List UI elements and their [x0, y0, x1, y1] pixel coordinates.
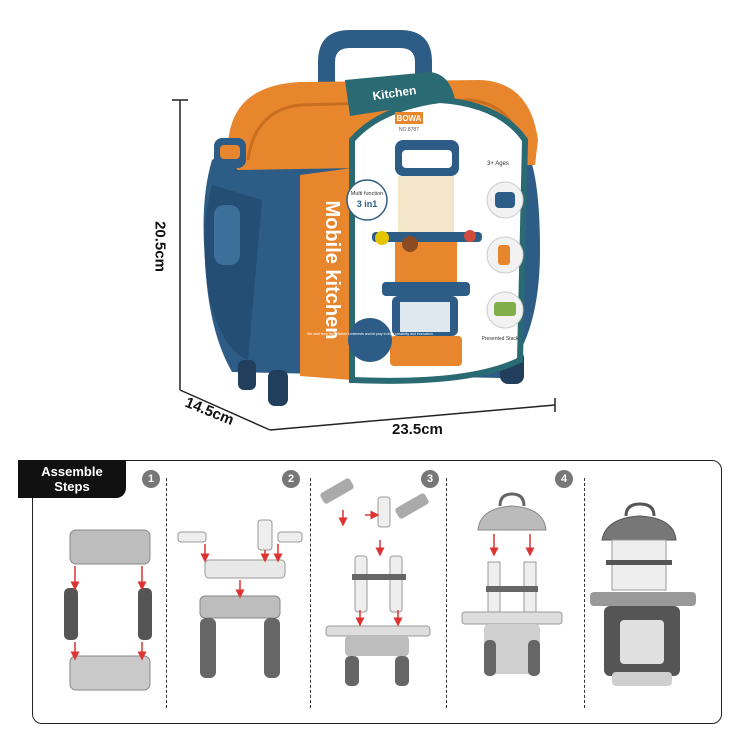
window-banner	[345, 72, 455, 116]
window-title: Kitchen	[372, 83, 418, 103]
step-3-illustration	[320, 478, 431, 686]
step-number-3: 3	[421, 470, 439, 488]
side-strip	[300, 168, 352, 380]
caption: Presented Stack	[482, 336, 519, 342]
height-dimension: 20.5cm	[151, 221, 169, 272]
step-divider	[584, 478, 585, 708]
assemble-steps-panel	[32, 460, 722, 724]
step-2-illustration	[177, 519, 303, 678]
product-illustration: Mobile kitchen Kitchen BOWA NO.8787 Mult…	[172, 30, 556, 431]
assembly-illustrations	[64, 478, 696, 691]
toy-kitchen-image	[372, 140, 482, 366]
multi-function-badge	[346, 179, 388, 221]
width-dimension: 23.5cm	[392, 421, 443, 438]
step-divider	[446, 478, 447, 708]
step-4-illustration	[461, 492, 563, 676]
side-title: Mobile kitchen	[321, 201, 343, 340]
step-number-2: 2	[282, 470, 300, 488]
assemble-steps-badge: Assemble Steps	[18, 460, 126, 498]
svg-text:3 in1: 3 in1	[357, 199, 378, 209]
svg-text:We start from the children's i: We start from the children's interests a…	[307, 332, 433, 336]
step-1-illustration	[64, 529, 152, 691]
svg-text:NO.8787: NO.8787	[399, 127, 419, 133]
svg-text:Multi function: Multi function	[351, 191, 383, 197]
svg-text:BOWA: BOWA	[397, 114, 422, 123]
wheel-right	[268, 370, 288, 406]
step-number-1: 1	[142, 470, 160, 488]
final-assembled-kitchen	[590, 502, 696, 686]
age-label: 3+ Ages	[487, 161, 509, 167]
wheel-left	[238, 360, 256, 390]
step-divider	[166, 478, 167, 708]
dimension-lines	[172, 99, 556, 431]
description-bubble	[348, 318, 392, 362]
step-number-4: 4	[555, 470, 573, 488]
handle	[318, 30, 432, 92]
step-divider	[310, 478, 311, 708]
usage-thumbnails	[486, 181, 524, 329]
brand-logo	[395, 112, 423, 124]
